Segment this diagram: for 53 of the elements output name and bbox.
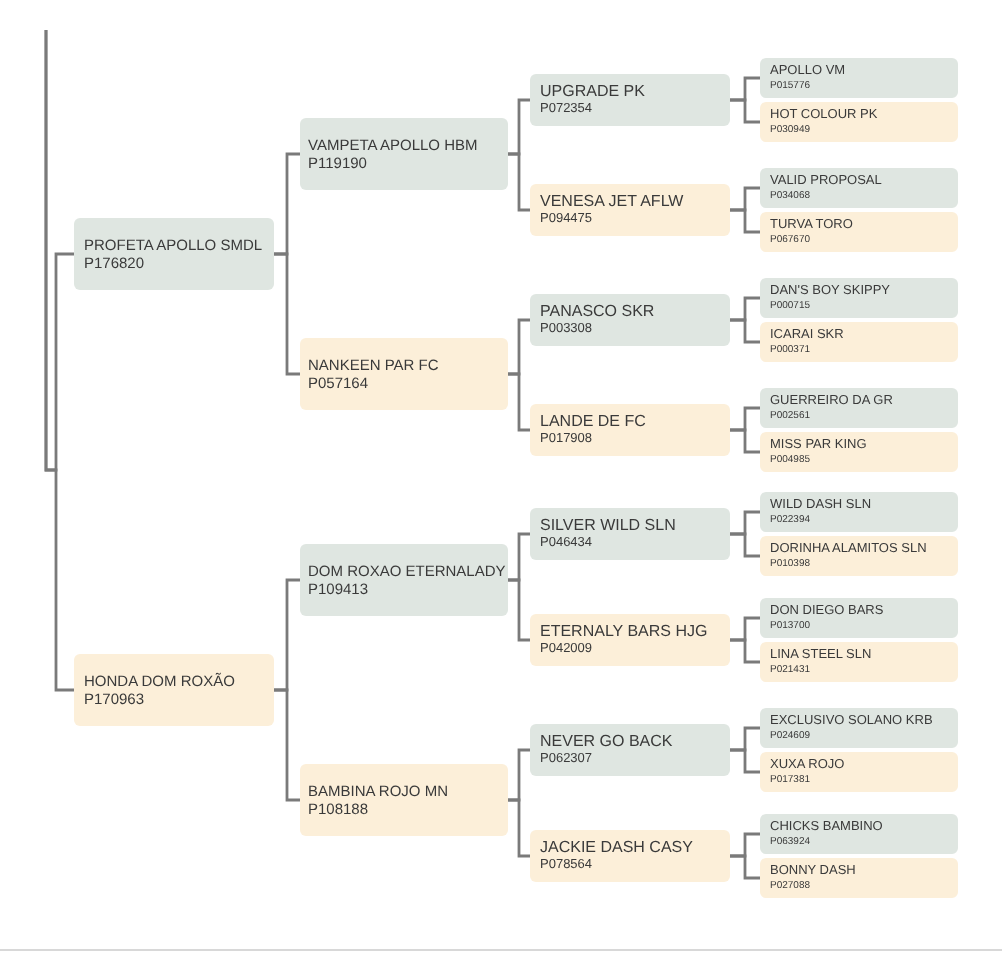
pedigree-box [760, 708, 958, 748]
pedigree-box [530, 294, 730, 346]
pedigree-box [760, 858, 958, 898]
horse-name: JACKIE DASH CASY [540, 837, 693, 858]
pedigree-box [760, 212, 958, 252]
pedigree-box [300, 544, 508, 616]
pedigree-box [760, 58, 958, 98]
connector-line [730, 428, 760, 454]
pedigree-box [760, 598, 958, 638]
pedigree-box [530, 74, 730, 126]
connector-line [730, 748, 760, 774]
pedigree-box [760, 814, 958, 854]
pedigree-box [760, 322, 958, 362]
connector-line [730, 854, 760, 880]
pedigree-box [530, 724, 730, 776]
connector-line [508, 798, 530, 858]
pedigree-box [760, 752, 958, 792]
pedigree-box [530, 508, 730, 560]
pedigree-box [760, 642, 958, 682]
connector-line [508, 152, 530, 212]
pedigree-box [74, 654, 274, 726]
pedigree-box [530, 404, 730, 456]
connector-line [274, 252, 300, 376]
pedigree-box [530, 184, 730, 236]
horse-name: ETERNALY BARS HJG [540, 621, 708, 642]
pedigree-box [300, 764, 508, 836]
connector-line [508, 578, 530, 642]
pedigree-box [74, 218, 274, 290]
connector-line [274, 688, 300, 802]
pedigree-box [760, 432, 958, 472]
connector-line [730, 318, 760, 344]
horse-name: LANDE DE FC [540, 411, 646, 432]
connector-line [730, 98, 760, 124]
connector-line [730, 532, 760, 558]
pedigree-box [530, 830, 730, 882]
connector-line [44, 30, 74, 692]
pedigree-box [760, 102, 958, 142]
horse-name: SILVER WILD SLN [540, 515, 676, 536]
horse-name: VENESA JET AFLW [540, 191, 684, 212]
horse-name: NEVER GO BACK [540, 731, 673, 752]
connector-line [730, 208, 760, 234]
pedigree-box [530, 614, 730, 666]
pedigree-box [760, 492, 958, 532]
pedigree-box [300, 338, 508, 410]
pedigree-box [760, 536, 958, 576]
horse-name: UPGRADE PK [540, 81, 645, 102]
pedigree-box [760, 278, 958, 318]
pedigree-box [760, 168, 958, 208]
horse-name: PANASCO SKR [540, 301, 655, 322]
connector-line [730, 638, 760, 664]
pedigree-box [300, 118, 508, 190]
connector-line [508, 372, 530, 432]
pedigree-box [760, 388, 958, 428]
